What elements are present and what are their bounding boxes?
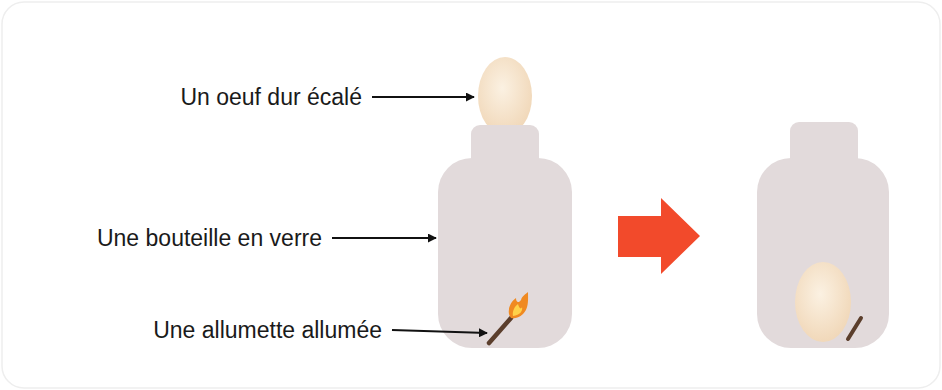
leader-line	[332, 237, 436, 239]
egg	[478, 57, 532, 135]
match-flame-core	[513, 304, 522, 316]
bottle-body	[438, 158, 572, 348]
callout-label: Une allumette allumée	[153, 316, 382, 344]
match-stick	[489, 318, 511, 343]
callout-label: Un oeuf dur écalé	[180, 83, 362, 111]
leader-line	[392, 330, 487, 333]
egg	[795, 262, 851, 342]
transition-arrow	[618, 198, 700, 274]
leader-line	[372, 96, 474, 98]
bottle-body	[757, 158, 889, 348]
callout-label: Une bouteille en verre	[97, 224, 322, 252]
burnt-match	[848, 318, 861, 339]
match-flame	[509, 292, 528, 318]
